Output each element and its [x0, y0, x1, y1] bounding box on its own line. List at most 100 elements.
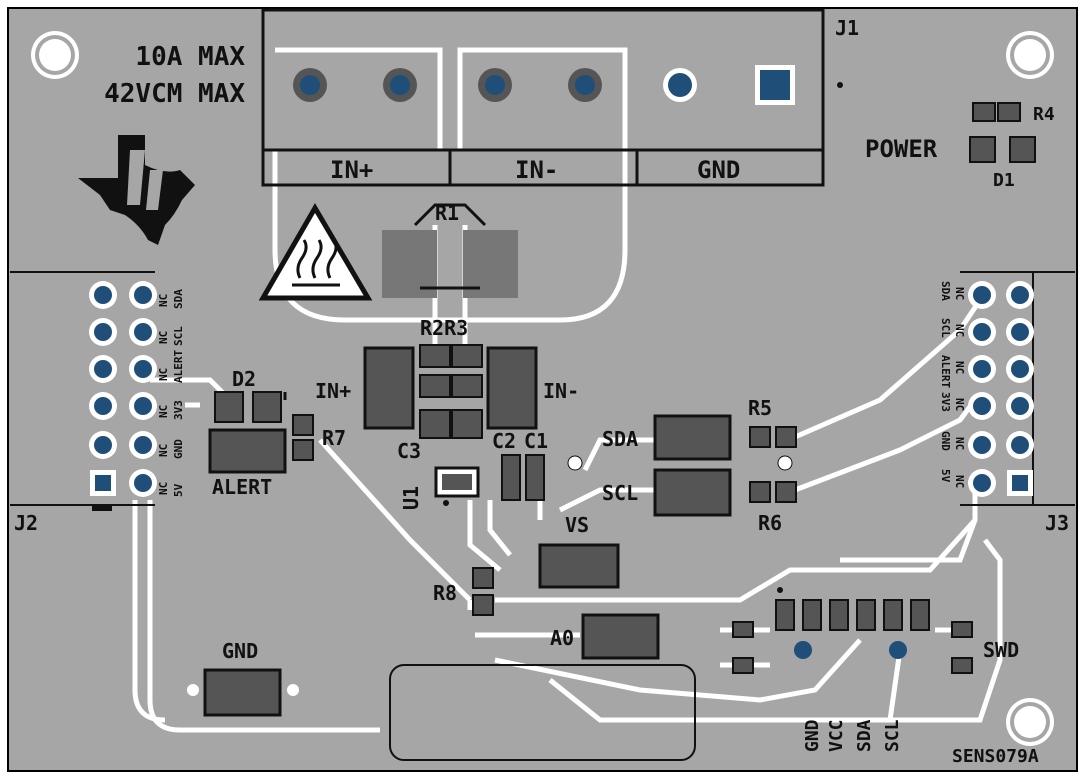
- j3-pin-label: NC: [953, 398, 966, 411]
- sda-label: SDA: [602, 427, 638, 451]
- in-plus-label: IN+: [330, 156, 373, 184]
- j3-pin-label: SCL: [939, 318, 952, 338]
- header-pin-pad: [95, 475, 111, 491]
- vs-label: VS: [565, 513, 589, 537]
- r7-label: R7: [322, 426, 346, 450]
- hot-surface-warning-icon: [258, 203, 373, 301]
- gnd-test-pad: [203, 668, 282, 717]
- gnd-pad-label: GND: [222, 639, 258, 663]
- header-pin-pad: [1011, 286, 1029, 304]
- j2-pin-label: NC: [157, 405, 170, 418]
- d1-label: D1: [993, 170, 1015, 191]
- j2-pin-label: GND: [172, 439, 185, 459]
- swd-pin-label: SCL: [882, 719, 903, 752]
- header-pin-pad: [973, 436, 991, 454]
- r2r3-label: R2R3: [420, 316, 468, 340]
- j3-pin-label: 3V3: [939, 392, 952, 412]
- test-point: [777, 455, 793, 471]
- swd-pin-label: SDA: [854, 719, 875, 752]
- swd-pin-label: GND: [802, 719, 823, 752]
- r2r3-cluster: [363, 344, 538, 439]
- max-voltage-label: 42VCM MAX: [104, 79, 245, 109]
- j2-pin-label: NC: [157, 482, 170, 495]
- swd-connector: [732, 587, 973, 674]
- header-pin-pad: [134, 436, 152, 454]
- j3-pin-label: NC: [953, 437, 966, 450]
- r5-label: R5: [748, 396, 772, 420]
- j2-pin-label: NC: [157, 331, 170, 344]
- header-pin-pad: [134, 474, 152, 492]
- r8-resistor: [472, 567, 494, 616]
- d2-led: [214, 391, 287, 423]
- a0-label: A0: [550, 626, 574, 650]
- u1-chip: [434, 466, 480, 506]
- j3-pin-label: SDA: [939, 281, 952, 301]
- c3-label: C3: [397, 439, 421, 463]
- mounting-holes: [31, 31, 1054, 746]
- in-minus-small-label: IN-: [543, 379, 579, 403]
- u1-label: U1: [399, 486, 423, 510]
- header-pin-pad: [134, 286, 152, 304]
- j2-pin-label: NC: [157, 294, 170, 307]
- j3-pin-label: NC: [953, 361, 966, 374]
- header-pin-pad: [94, 360, 112, 378]
- swd-label: SWD: [983, 638, 1019, 662]
- header-pin-pad: [134, 323, 152, 341]
- sda-test-pad: [653, 414, 732, 461]
- j2-pin-label: ALERT: [172, 350, 185, 383]
- max-current-label: 10A MAX: [135, 42, 245, 72]
- vs-test-pad: [538, 543, 620, 589]
- r1-label: R1: [435, 201, 459, 225]
- j3-label: J3: [1045, 511, 1069, 535]
- c2-label: C2: [492, 429, 516, 453]
- alert-label: ALERT: [212, 475, 272, 499]
- header-pin-pad: [973, 286, 991, 304]
- r1-shunt: [382, 203, 518, 298]
- j3-pin-label: ALERT: [939, 355, 952, 388]
- scl-test-pad: [653, 468, 732, 517]
- header-pin-pad: [94, 286, 112, 304]
- j2-label: J2: [14, 511, 38, 535]
- scl-label: SCL: [602, 481, 638, 505]
- header-pin-pad: [973, 360, 991, 378]
- usb-connector-outline: [389, 664, 696, 761]
- j1-label: J1: [835, 16, 859, 40]
- a0-test-pad: [581, 613, 660, 660]
- header-pin-pad: [94, 436, 112, 454]
- power-led: [969, 102, 1036, 163]
- j3-pin-label: NC: [953, 287, 966, 300]
- j1-terminal-block: [261, 8, 843, 187]
- header-pin-pad: [94, 323, 112, 341]
- j3-pin-label: GND: [939, 431, 952, 451]
- j2-pin-label: 5V: [172, 483, 185, 497]
- board-id-label: SENS079A: [952, 746, 1039, 767]
- header-pin-pad: [973, 474, 991, 492]
- r7-resistor: [292, 414, 314, 461]
- d2-label: D2: [232, 367, 256, 391]
- swd-pin-label: VCC: [826, 719, 847, 752]
- j3-pin-label: 5V: [939, 469, 952, 483]
- header-pin-pad: [134, 360, 152, 378]
- r4-label: R4: [1033, 104, 1055, 125]
- j3-pin-label: NC: [953, 475, 966, 488]
- j3-pin-label: NC: [953, 324, 966, 337]
- swd-pin-labels: GND VCC SDA SCL: [802, 719, 903, 752]
- ti-logo-icon: [78, 135, 195, 245]
- header-pin-pad: [94, 397, 112, 415]
- power-label: POWER: [865, 135, 938, 163]
- j2-pin-label: NC: [157, 368, 170, 381]
- header-pin-pad: [973, 397, 991, 415]
- header-pin-pad: [1012, 475, 1028, 491]
- c1-label: C1: [524, 429, 548, 453]
- header-pin-pad: [134, 397, 152, 415]
- r6-resistor: [749, 481, 797, 503]
- header-pin-pad: [1011, 360, 1029, 378]
- alert-test-pad: [208, 428, 287, 474]
- header-pin-pad: [1011, 436, 1029, 454]
- header-pin-pad: [973, 323, 991, 341]
- via: [187, 684, 199, 696]
- r6-label: R6: [758, 511, 782, 535]
